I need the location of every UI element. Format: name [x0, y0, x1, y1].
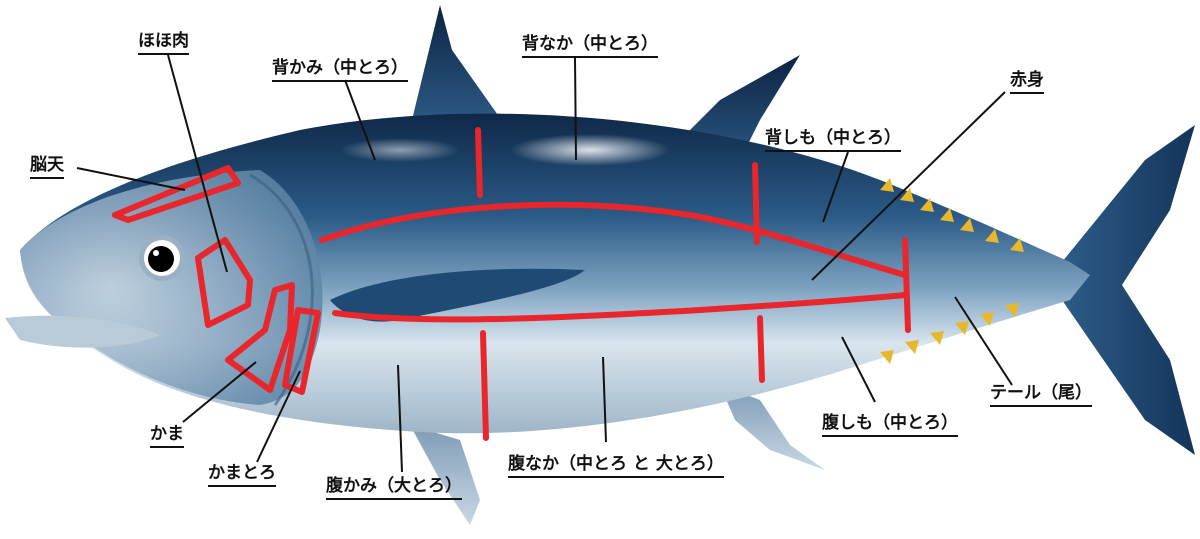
label-hohoniku: ほほ肉	[138, 33, 189, 55]
label-kamatoro: かまとろ	[208, 465, 276, 487]
label-kamatoro-text: かまとろ	[208, 463, 276, 483]
label-senaka-kami-text: 背かみ（中とろ）	[272, 58, 408, 78]
label-noten-underline	[30, 177, 64, 179]
leader-harashimo	[841, 336, 876, 403]
label-haranaka-text: 腹なか（中とろ と 大とろ）	[508, 454, 724, 474]
cut-dorsal-line	[319, 201, 908, 278]
cut-hohoniku	[195, 237, 253, 328]
label-tail: テール（尾）	[990, 385, 1092, 407]
label-harakami-underline	[326, 498, 462, 500]
cut-kama	[225, 282, 295, 393]
label-kama: かま	[150, 426, 184, 448]
anal-fin	[720, 385, 825, 470]
label-harashimo-text: 腹しも（中とろ）	[822, 413, 958, 433]
label-tail-underline	[990, 405, 1092, 407]
leader-lines	[76, 54, 1013, 473]
leader-senaka-naka	[574, 57, 577, 161]
pelvic-fin	[410, 425, 480, 525]
label-haranaka: 腹なか（中とろ と 大とろ）	[508, 456, 724, 478]
leader-akami	[811, 91, 1006, 281]
label-senaka-kami-underline	[272, 80, 408, 82]
label-noten-text: 脳天	[30, 155, 64, 175]
cut-belly-vertical-2	[757, 315, 765, 383]
label-seshimo-text: 背しも（中とろ）	[765, 128, 901, 148]
label-seshimo: 背しも（中とろ）	[765, 130, 901, 152]
label-harakami: 腹かみ（大とろ）	[326, 478, 462, 500]
leader-seshimo	[822, 151, 849, 223]
label-akami-underline	[1010, 92, 1044, 94]
label-hohoniku-text: ほほ肉	[138, 31, 189, 51]
label-senaka-naka-underline	[522, 56, 658, 58]
dorsal-finlets	[880, 178, 1024, 252]
leader-noten	[76, 167, 186, 191]
label-kama-text: かま	[150, 424, 184, 444]
label-akami-text: 赤身	[1010, 70, 1044, 90]
cut-ventral-line	[332, 292, 908, 323]
label-senaka-naka-text: 背なか（中とろ）	[522, 34, 658, 54]
cut-kamatoro	[282, 307, 321, 395]
label-seshimo-underline	[765, 150, 901, 152]
eye	[139, 235, 185, 281]
ventral-finlets	[880, 303, 1019, 364]
leader-harakami	[397, 364, 403, 473]
cut-back-vertical-2	[752, 162, 760, 245]
label-senaka-naka: 背なか（中とろ）	[522, 36, 658, 58]
cut-back-vertical-1	[475, 127, 483, 198]
leader-kamatoro	[256, 370, 301, 463]
body-shine-2	[340, 138, 460, 162]
label-noten: 脳天	[30, 157, 64, 179]
leader-tail	[954, 296, 1013, 386]
leader-hohoniku	[167, 54, 228, 273]
body-shine	[510, 134, 670, 166]
label-akami: 赤身	[1010, 72, 1044, 94]
leader-haranaka	[602, 356, 607, 443]
gill-cover	[249, 173, 314, 406]
cut-tail-vertical	[902, 237, 911, 333]
label-tail-text: テール（尾）	[990, 383, 1092, 403]
cut-belly-vertical-1	[480, 330, 489, 441]
label-kama-underline	[150, 446, 184, 448]
leader-senaka-kami	[344, 79, 376, 161]
pectoral-fin	[330, 268, 585, 322]
label-hohoniku-underline	[138, 53, 189, 55]
first-dorsal-fin	[410, 5, 500, 128]
label-kamatoro-underline	[208, 485, 276, 487]
label-harashimo: 腹しも（中とろ）	[822, 415, 958, 437]
label-harakami-text: 腹かみ（大とろ）	[326, 476, 462, 496]
label-haranaka-underline	[508, 476, 724, 478]
leader-kama	[182, 361, 257, 423]
label-harashimo-underline	[822, 435, 958, 437]
cut-lines	[112, 127, 911, 441]
label-senaka-kami: 背かみ（中とろ）	[272, 60, 408, 82]
tail-fin	[1062, 125, 1195, 455]
lower-jaw	[5, 315, 160, 348]
cut-noten	[112, 165, 241, 223]
